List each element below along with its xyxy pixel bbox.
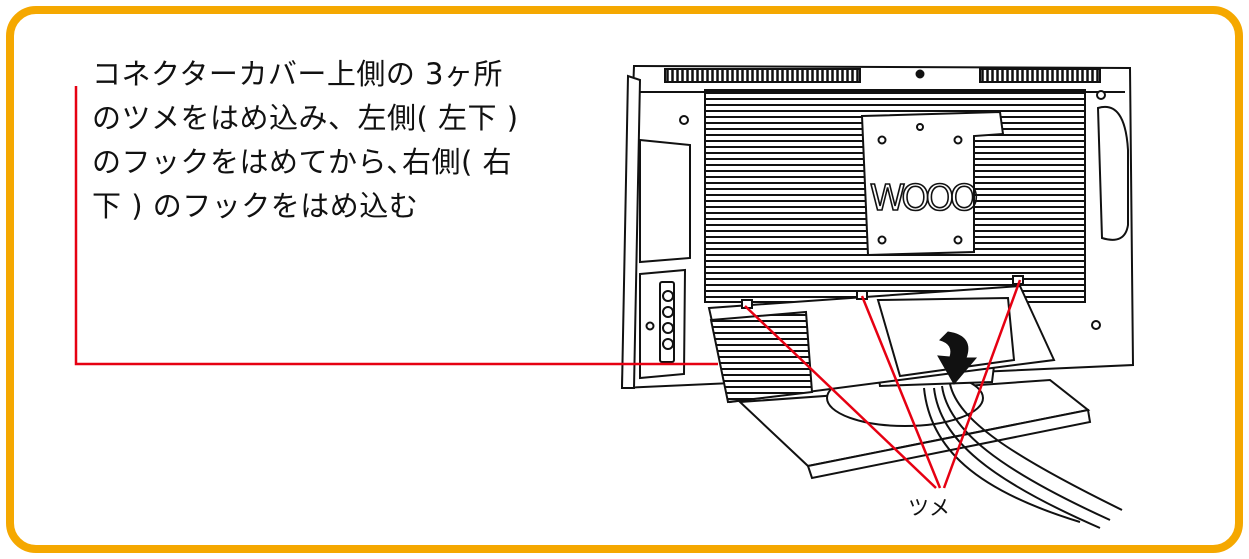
instruction-line-3: のフックをはめてから､右側( 右 <box>92 145 513 179</box>
cable-bundle <box>923 383 1123 529</box>
tv-logo: WOOO <box>870 178 977 219</box>
instruction-callout-line <box>74 86 718 366</box>
down-arrow-icon <box>937 331 978 385</box>
wall-mount-bracket <box>860 110 1005 257</box>
tsume-pointer-lines <box>744 279 1022 489</box>
instruction-line-2: のツメをはめ込み、左側( 左下 ) <box>92 101 519 135</box>
tsume-label: ツメ <box>908 496 950 520</box>
instruction-text: コネクターカバー上側の 3ヶ所 のツメをはめ込み、左側( 左下 ) のフックをは… <box>92 52 562 228</box>
instruction-line-4: 下 ) のフックをはめ込む <box>92 189 419 223</box>
instruction-line-1: コネクターカバー上側の 3ヶ所 <box>92 57 504 91</box>
